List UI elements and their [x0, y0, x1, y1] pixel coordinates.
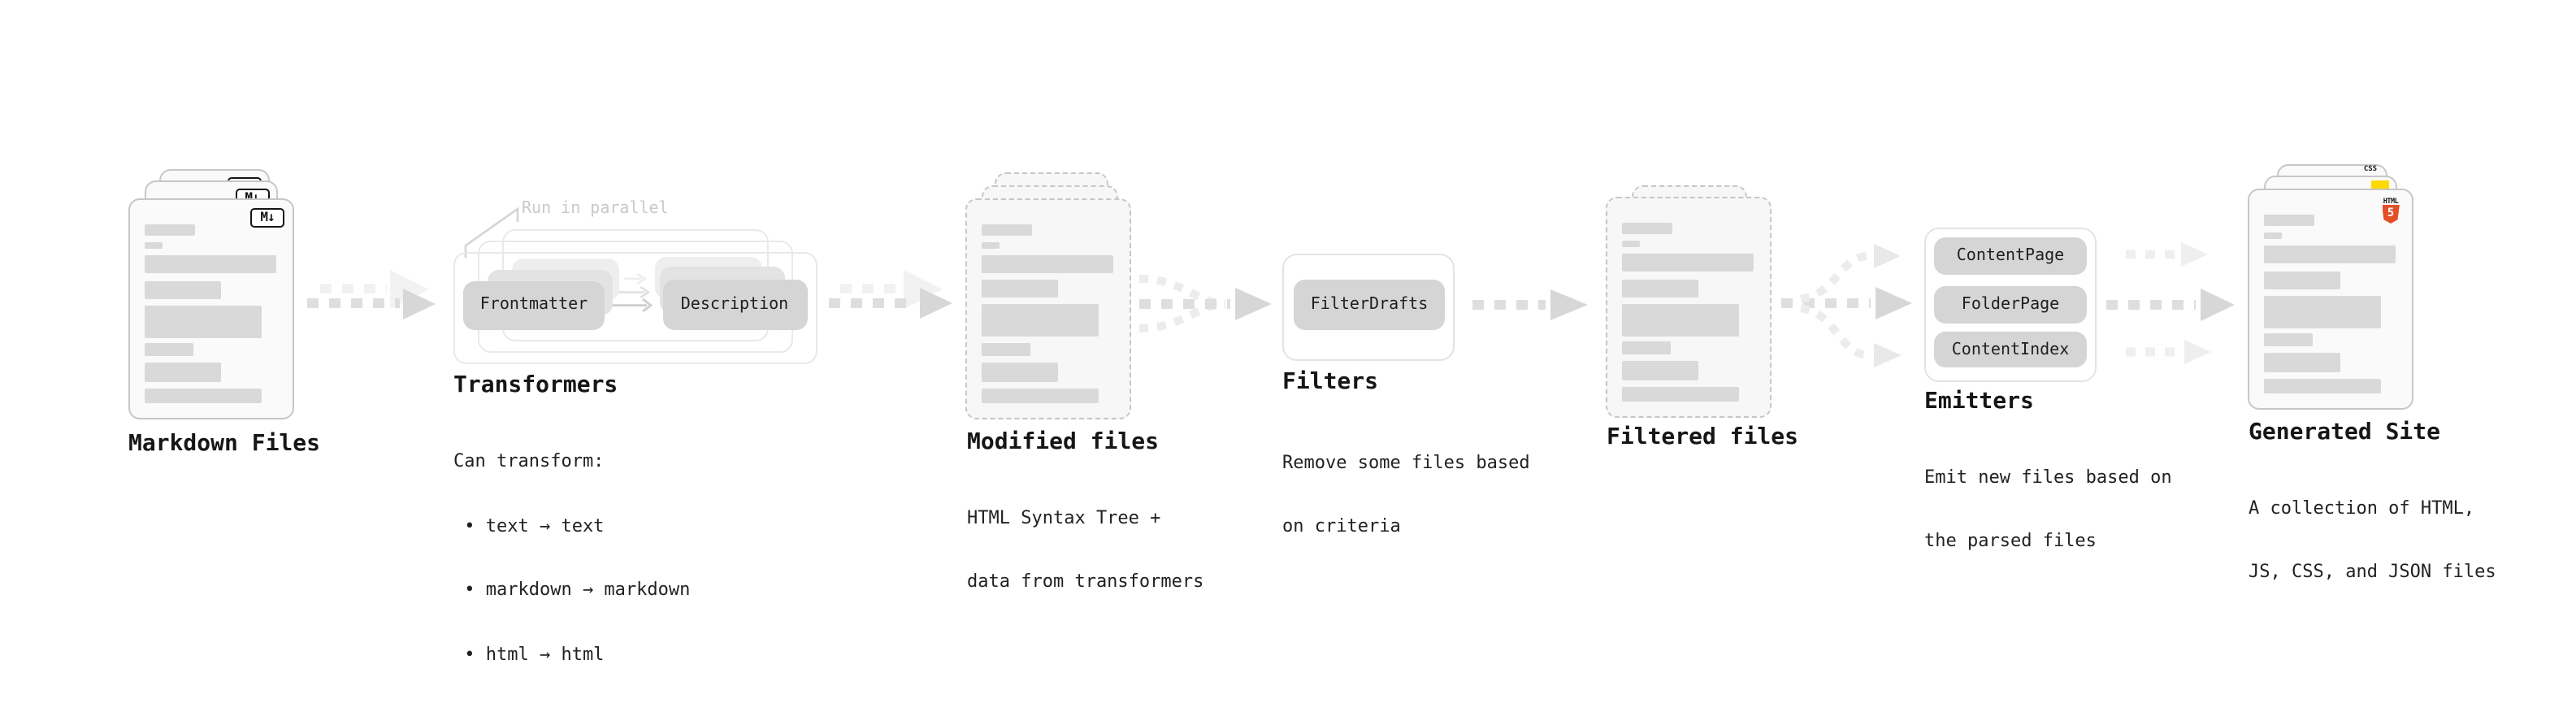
stage-title-generated-site: Generated Site [2249, 419, 2441, 445]
subtitle-line: Remove some files based [1282, 451, 1530, 472]
contentindex-pill: ContentIndex [1934, 332, 2087, 367]
filtered-file-card-front [1605, 197, 1772, 418]
arrow-modified-to-filters [1138, 275, 1272, 332]
markdown-file-card-front: M↓ [128, 198, 294, 419]
folderpage-pill: FolderPage [1934, 286, 2087, 323]
html5-shield: 5 [2382, 204, 2400, 224]
ssg-pipeline-diagram: M↓ M↓ M↓ Markdown Files Run in parallel … [128, 163, 2496, 665]
stage-title-modified-files: Modified files [967, 428, 1160, 454]
js-icon [2370, 180, 2388, 189]
transformer-pill-arrows [609, 272, 653, 313]
arrow-emitters-to-generated [2106, 242, 2235, 364]
html5-icon-label: HTML [2383, 196, 2399, 204]
emitters-subtitle: Emit new files based on the parsed files [1924, 424, 2172, 593]
subtitle-line: the parsed files [1924, 530, 2097, 551]
generated-site-subtitle: A collection of HTML, JS, CSS, and JSON … [2249, 454, 2496, 623]
transformer-box-front [453, 252, 817, 364]
subtitle-line: on criteria [1282, 515, 1401, 536]
subtitle-line: HTML Syntax Tree + [967, 506, 1161, 528]
description-pill: Description [662, 279, 807, 329]
notes-line: • markdown → markdown [453, 579, 691, 601]
html5-icon: HTML 5 [2382, 196, 2400, 224]
run-in-parallel-leader-line [464, 206, 519, 258]
filterdrafts-pill: FilterDrafts [1294, 279, 1445, 329]
markdown-icon: M↓ [250, 207, 284, 227]
arrow-transformers-to-modified [829, 270, 952, 319]
html5-number: 5 [2387, 206, 2395, 219]
arrow-filtered-to-emitters [1781, 244, 1912, 367]
subtitle-line: Emit new files based on [1924, 467, 2172, 488]
notes-line: Can transform: [453, 450, 605, 471]
modified-file-card-front [965, 198, 1131, 419]
filters-subtitle: Remove some files based on criteria [1282, 409, 1530, 578]
transformers-notes: Can transform: • text → text • markdown … [453, 407, 690, 708]
subtitle-line: data from transformers [967, 570, 1204, 591]
subtitle-line: A collection of HTML, [2249, 497, 2475, 518]
stage-title-markdown-files: Markdown Files [128, 431, 321, 457]
subtitle-line: JS, CSS, and JSON files [2249, 560, 2496, 581]
arrow-filters-to-filtered [1472, 289, 1588, 320]
generated-file-card-html: HTML 5 [2247, 189, 2413, 409]
stage-title-filters: Filters [1282, 368, 1379, 394]
modified-files-subtitle: HTML Syntax Tree + data from transformer… [967, 464, 1203, 633]
run-in-parallel-label: Run in parallel [522, 200, 669, 218]
notes-line: • html → html [453, 643, 605, 665]
arrow-markdown-to-transformers [307, 270, 436, 319]
stage-title-transformers: Transformers [453, 372, 618, 398]
frontmatter-pill: Frontmatter [463, 280, 605, 330]
stage-title-emitters: Emitters [1924, 389, 2034, 415]
flow-arrows-layer [307, 206, 2235, 367]
stage-title-filtered-files: Filtered files [1607, 424, 1799, 450]
css-icon-label: CSS [2363, 166, 2378, 174]
contentpage-pill: ContentPage [1934, 237, 2087, 274]
notes-line: • text → text [453, 515, 605, 536]
